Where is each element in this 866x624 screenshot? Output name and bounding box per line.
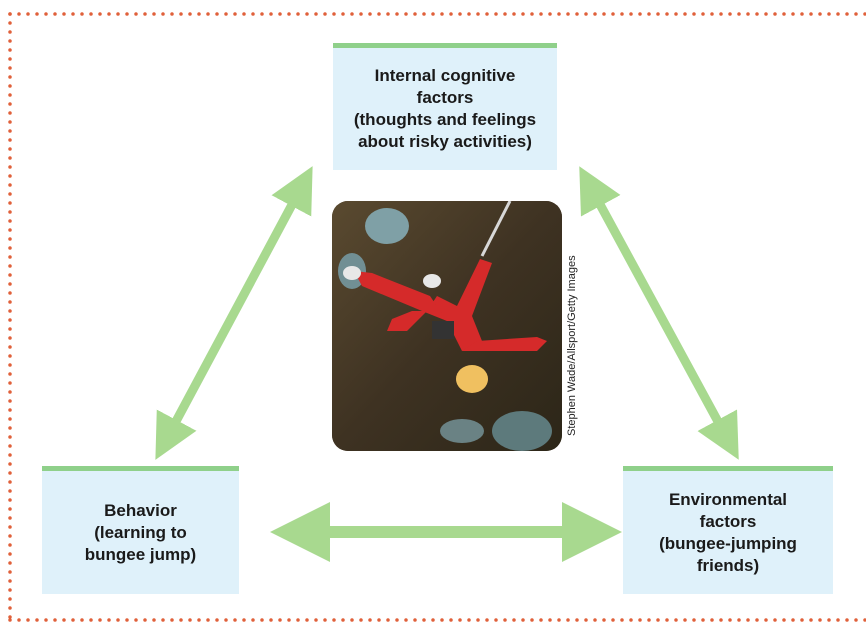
node-environmental-factors: Environmental factors (bungee-jumping fr…	[623, 466, 833, 594]
bungee-jumper-photo	[332, 201, 562, 451]
photo-credit: Stephen Wade/Allsport/Getty Images	[566, 255, 578, 436]
node-behavior: Behavior (learning to bungee jump)	[42, 466, 239, 594]
node-internal-cognitive-factors: Internal cognitive factors (thoughts and…	[333, 43, 557, 170]
arrow-top-left	[155, 166, 313, 460]
arrow-top-right	[579, 166, 739, 460]
